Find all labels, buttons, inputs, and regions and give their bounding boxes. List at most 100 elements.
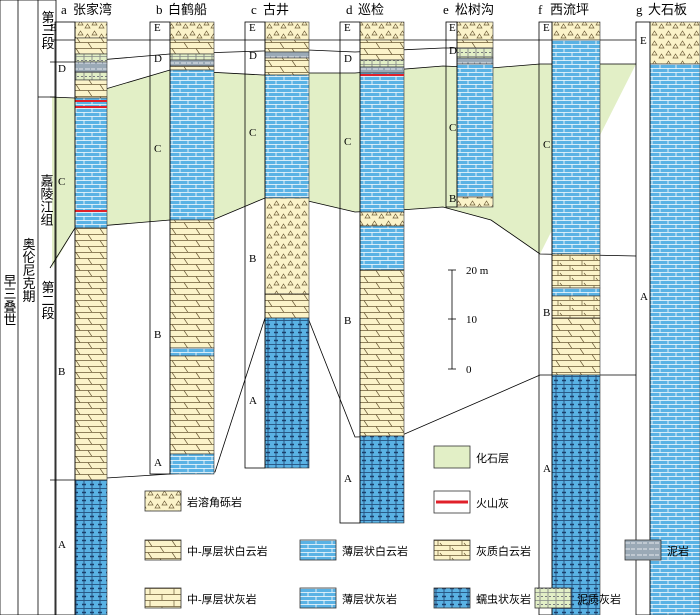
legend-swatch-fossil	[433, 445, 471, 469]
layer-a-ml	[74, 71, 108, 81]
layer-e-br	[456, 21, 494, 41]
zone-label-a: E	[50, 22, 57, 34]
layer-f-nd	[551, 287, 601, 297]
layer-d-br	[359, 21, 405, 41]
layer-c-vm	[264, 317, 310, 469]
layer-a-nd	[74, 97, 108, 229]
zone-label-e: E	[449, 22, 456, 34]
layer-a-br	[74, 21, 108, 39]
zone-label-a: B	[58, 366, 65, 378]
layer-f-td	[551, 317, 601, 376]
layer-e-md	[456, 57, 494, 65]
scale-tick-20: 20 m	[466, 265, 489, 277]
layer-a-td	[74, 227, 108, 481]
legend-marly-label: 泥质灰岩	[577, 592, 621, 606]
layer-c-nd	[264, 74, 310, 199]
layer-d-nd	[359, 225, 405, 271]
layer-e-br	[456, 196, 494, 208]
zone-strip-g	[635, 21, 651, 615]
layer-c-br	[264, 197, 310, 295]
zone-label-a: D	[58, 63, 66, 75]
zone-label-g: A	[640, 291, 648, 303]
zone-label-e: B	[449, 193, 456, 205]
layer-c-md	[264, 51, 310, 59]
zone-label-c: B	[249, 253, 256, 265]
scale-tick-10: 10	[466, 314, 478, 326]
section-name-g: 大石板	[648, 2, 687, 17]
zone-label-e: D	[449, 45, 457, 57]
section-letter-e: e	[443, 2, 449, 17]
legend-swatch-calcareous-dolomite	[433, 539, 471, 561]
layer-b-td	[169, 65, 215, 71]
stratigraphy-table	[0, 0, 57, 615]
zone-label-c: E	[249, 22, 256, 34]
fossil-layer-band	[52, 64, 636, 268]
zone-label-b: B	[154, 329, 161, 341]
stage-label: 奥伦尼克期	[21, 238, 36, 304]
layer-e-ml	[456, 47, 494, 59]
layer-c-td	[264, 57, 310, 76]
layer-e-nd	[456, 63, 494, 198]
layer-b-td	[169, 39, 215, 55]
zone-label-b: C	[154, 143, 161, 155]
layer-b-td	[169, 219, 215, 349]
series-label: 早三叠世	[2, 274, 17, 326]
layer-c-td	[264, 39, 310, 53]
zone-strip-d	[339, 21, 361, 524]
legend-breccia-label: 岩溶角砾岩	[187, 495, 242, 509]
legend-swatch-vermicular	[433, 587, 471, 609]
zone-strip-b	[149, 21, 171, 475]
zone-label-e: C	[449, 122, 456, 134]
zone-label-c: A	[249, 395, 257, 407]
section-letter-a: a	[61, 2, 67, 17]
section-name-b: 白鹤船	[168, 2, 207, 17]
layer-b-md	[169, 59, 215, 67]
zone-label-d: C	[344, 136, 351, 148]
layer-a-ml	[74, 53, 108, 63]
layer-f-vm	[551, 374, 601, 615]
layer-a-vm	[74, 479, 108, 615]
layer-f-cd	[551, 253, 601, 289]
legend-vermicular-label: 蠕虫状灰岩	[476, 592, 531, 606]
layer-b-ml	[169, 53, 215, 61]
legend-swatch-breccia	[144, 490, 182, 512]
zone-label-b: E	[154, 22, 161, 34]
zone-label-f: C	[543, 139, 550, 151]
layer-c-td	[264, 293, 310, 319]
zone-label-b: D	[154, 53, 162, 65]
layer-b-td	[169, 355, 215, 455]
legend-thin-dolomite-label: 薄层状白云岩	[342, 544, 408, 558]
zone-label-a: C	[58, 176, 65, 188]
legend-thin-limestone-label: 薄层状灰岩	[342, 592, 397, 606]
legend-calcareous-dolomite-label: 灰质白云岩	[476, 544, 531, 558]
zone-label-g: E	[640, 35, 647, 47]
legend-swatch-thick-limestone	[144, 587, 182, 609]
layer-d-md	[359, 66, 405, 74]
layer-a-td	[74, 79, 108, 99]
layer-c-br	[264, 21, 310, 41]
section-name-e: 松树沟	[455, 2, 494, 17]
layer-g-nd	[649, 63, 700, 615]
section-column-e: ED C B	[445, 21, 494, 208]
member2-label: 第二段	[40, 281, 55, 320]
layer-d-nd	[359, 72, 405, 213]
section-letter-g: g	[636, 2, 643, 17]
layer-d-br	[359, 211, 405, 227]
layer-g-br	[649, 21, 700, 65]
layer-d-td	[359, 39, 405, 61]
layer-b-nd	[169, 347, 215, 357]
layer-d-vm	[359, 435, 405, 524]
zone-label-f: E	[543, 22, 550, 34]
layer-f-cd	[551, 295, 601, 319]
zone-label-f: B	[543, 307, 550, 319]
legend-swatch-thin-limestone	[299, 587, 337, 609]
zone-strip-a	[54, 21, 76, 615]
zone-label-c: D	[249, 50, 257, 62]
section-name-d: 巡检	[358, 2, 384, 17]
scale-tick-0: 0	[466, 364, 472, 376]
